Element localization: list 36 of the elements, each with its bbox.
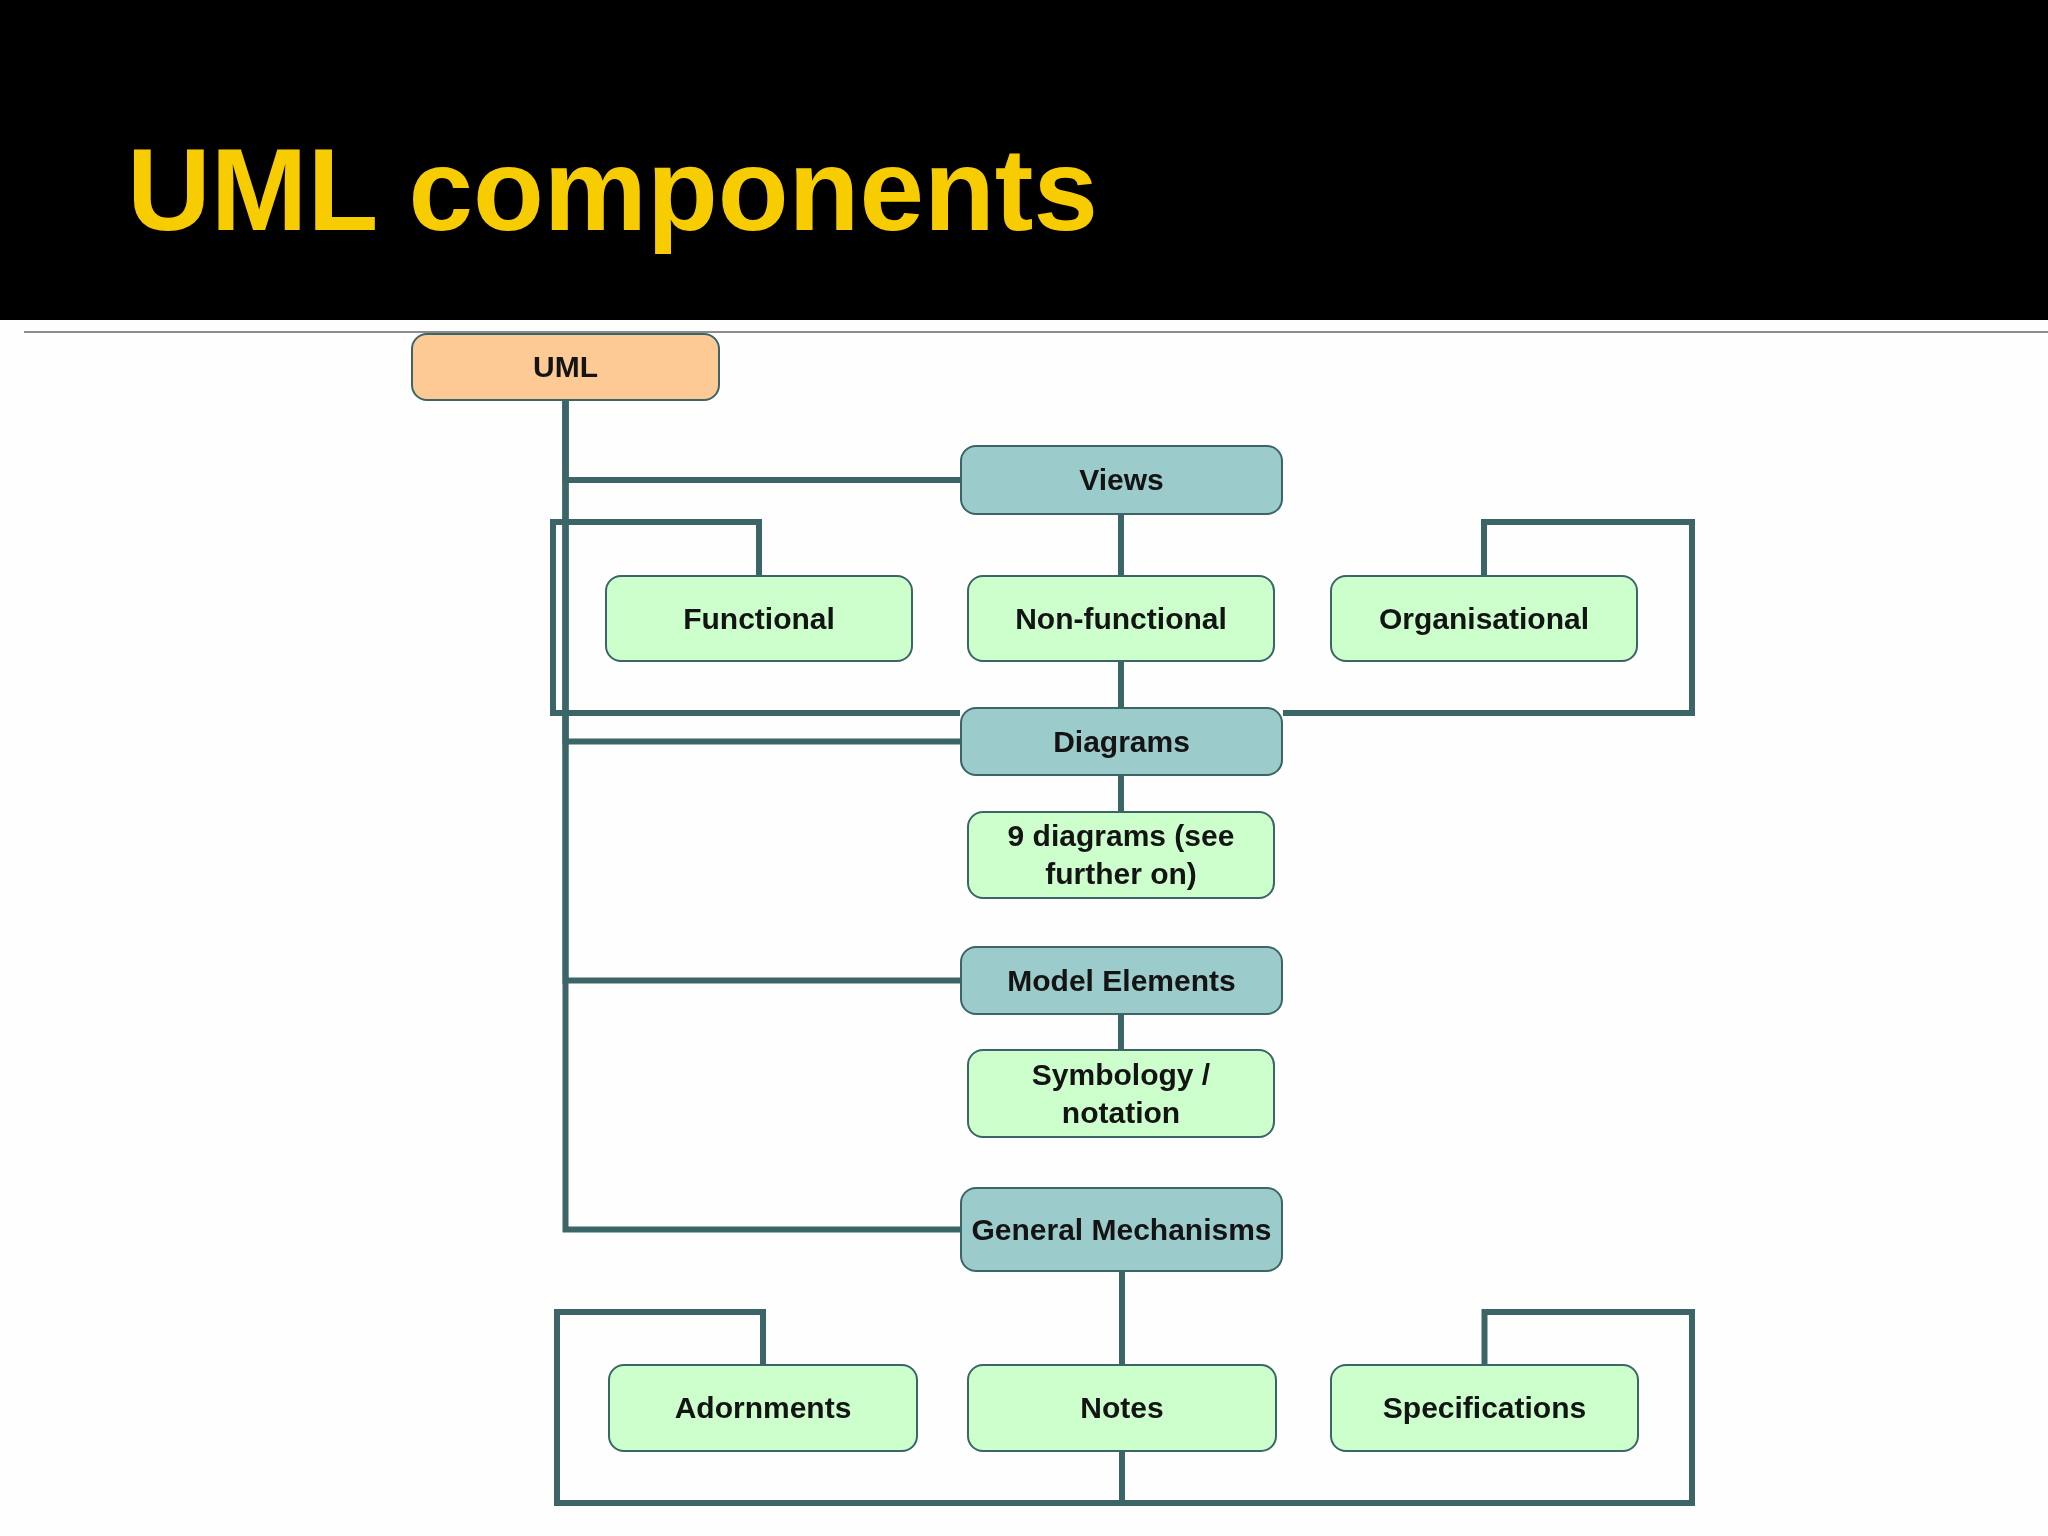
item-box (967, 811, 1275, 899)
node-label: Functional (683, 600, 835, 637)
item-box (1330, 575, 1638, 662)
connector-line (1118, 515, 1124, 575)
connector-line (1118, 1015, 1124, 1049)
slide-title: UML components (127, 124, 1098, 257)
connector-line (1119, 1309, 1695, 1506)
node-label: Specifications (1382, 1390, 1587, 1426)
node-label: UML (533, 349, 598, 385)
category-box (960, 1187, 1283, 1272)
node-label: Notes (1080, 1390, 1164, 1426)
item-box (967, 1364, 1277, 1452)
item-box (608, 1364, 918, 1452)
node-label: Symbology / notation (1030, 1056, 1212, 1131)
item-box (1330, 1364, 1639, 1452)
item-box (967, 575, 1275, 662)
node-label: Views (1079, 462, 1164, 498)
connector-line (1118, 662, 1124, 707)
item-box (967, 1049, 1275, 1138)
connector-line (1119, 1272, 1125, 1364)
node-label: Model Elements (1007, 962, 1236, 999)
node-label: 9 diagrams (see further on) (1006, 818, 1236, 892)
node-label: Diagrams (1053, 723, 1190, 760)
node-label: Non-functional (1015, 600, 1227, 637)
node-label: General Mechanisms (971, 1211, 1272, 1248)
connector-line (1283, 519, 1695, 716)
connector-line (562, 401, 960, 1233)
node-label: Organisational (1378, 600, 1589, 637)
connector-line (550, 519, 960, 716)
node-label: Adornments (674, 1390, 852, 1426)
root-box (411, 333, 720, 401)
category-box (960, 707, 1283, 776)
connector-line (1118, 776, 1124, 811)
category-box (960, 445, 1283, 515)
category-box (960, 946, 1283, 1015)
item-box (605, 575, 913, 662)
